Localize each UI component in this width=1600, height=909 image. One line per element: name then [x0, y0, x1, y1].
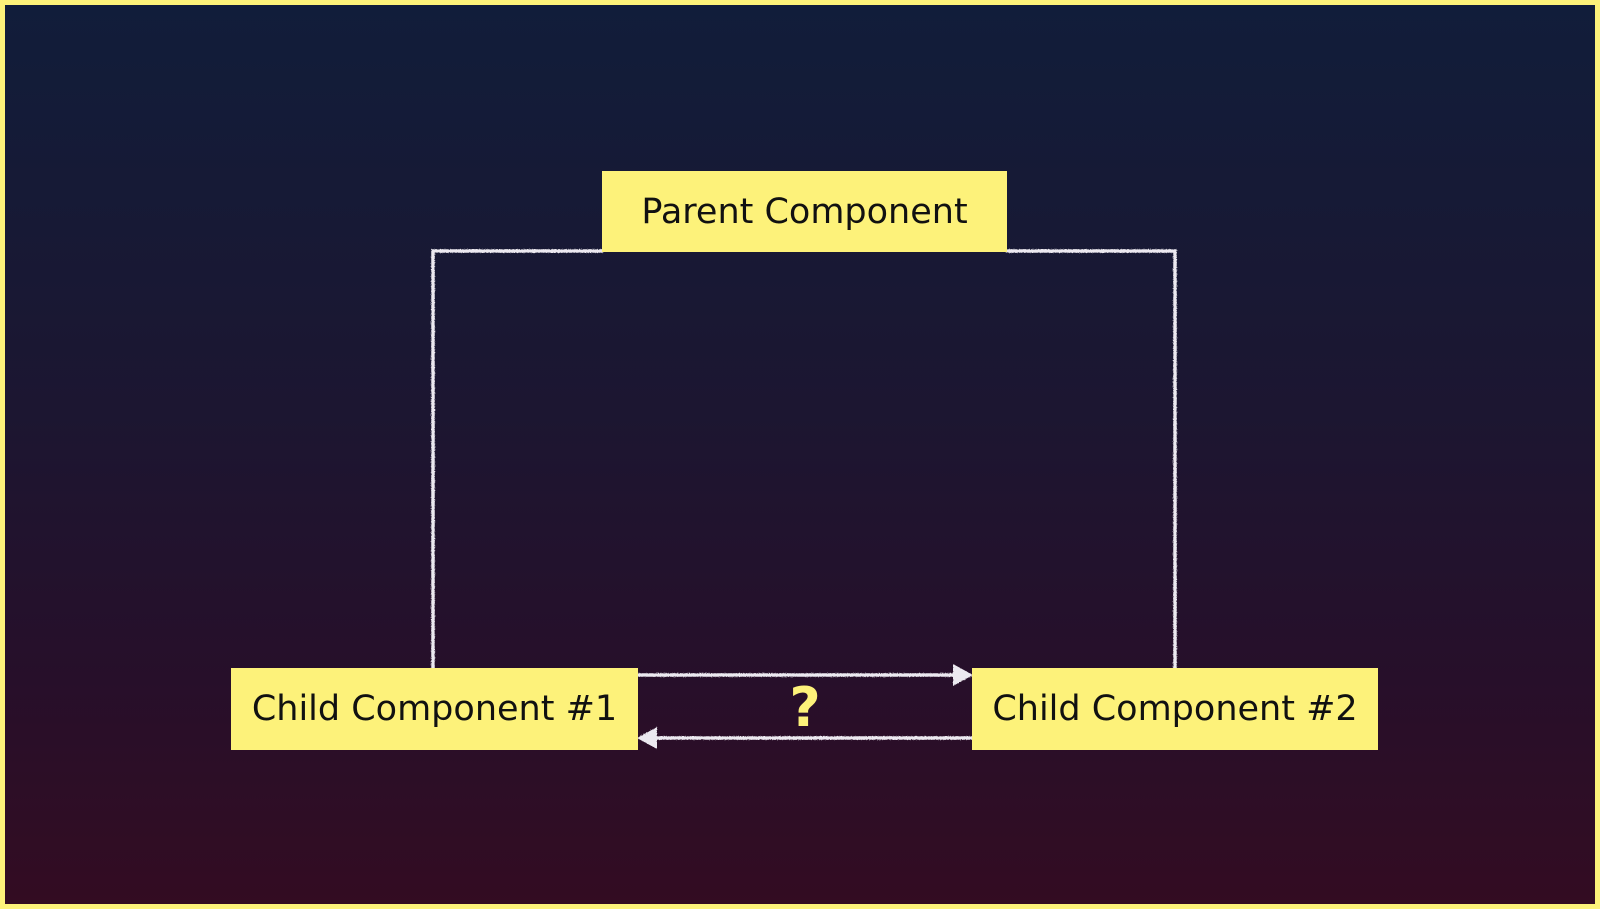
parent-component-label: Parent Component: [641, 191, 968, 232]
left-arrowhead-icon: [637, 727, 657, 749]
question-mark: ?: [789, 676, 821, 739]
parent-to-child1-connector: [431, 249, 604, 670]
child-component-2-label: Child Component #2: [992, 689, 1358, 729]
right-arrowhead-icon: [953, 664, 973, 686]
child-component-2-node: Child Component #2: [972, 668, 1378, 750]
parent-to-child2-connector: [1005, 249, 1177, 670]
child-component-1-label: Child Component #1: [251, 689, 618, 729]
child-component-1-node: Child Component #1: [231, 668, 638, 750]
connectors: [431, 249, 1177, 749]
parent-component-node: Parent Component: [602, 171, 1007, 252]
